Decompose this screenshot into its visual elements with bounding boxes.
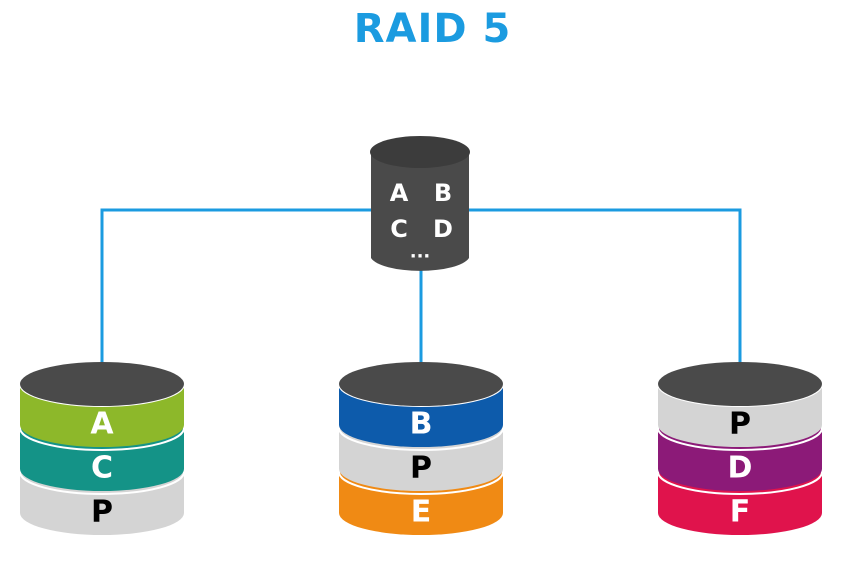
disk-1-label-1: A	[90, 407, 114, 442]
disk-1: PCA	[19, 362, 185, 535]
disk-3-separator-2	[657, 427, 823, 451]
disk-1-top	[20, 362, 184, 406]
disk-2-separator-3	[338, 471, 504, 495]
disk-2: EPB	[338, 362, 504, 535]
disk-3-separator-3	[657, 471, 823, 495]
disk-2-label-2: P	[410, 451, 432, 486]
disk-2-label-3: E	[411, 495, 432, 530]
source-label-b: B	[434, 179, 452, 207]
disk-2-separator-2	[338, 427, 504, 451]
source-volume: A B C D ...	[370, 136, 470, 271]
disk-1-separator-3	[19, 471, 185, 495]
disk-2-top	[339, 362, 503, 406]
diagram-title: RAID 5	[353, 6, 512, 52]
disk-2-label-1: B	[410, 407, 433, 442]
source-body	[371, 152, 469, 271]
source-label-a: A	[390, 179, 409, 207]
source-top	[370, 136, 470, 168]
connector-lines	[100, 208, 742, 362]
disk-3-top	[658, 362, 822, 406]
connector-right	[469, 208, 742, 362]
disk-3-label-3: F	[730, 495, 751, 530]
disk-1-label-2: C	[91, 451, 113, 486]
source-ellipsis: ...	[410, 242, 431, 263]
disk-1-separator-2	[19, 427, 185, 451]
source-label-c: C	[390, 215, 408, 243]
disk-3-label-1: P	[729, 407, 751, 442]
disk-3-label-2: D	[728, 451, 753, 486]
disk-3: FDP	[657, 362, 823, 535]
disk-1-label-3: P	[91, 495, 113, 530]
connector-left	[100, 208, 371, 362]
source-label-d: D	[433, 215, 453, 243]
